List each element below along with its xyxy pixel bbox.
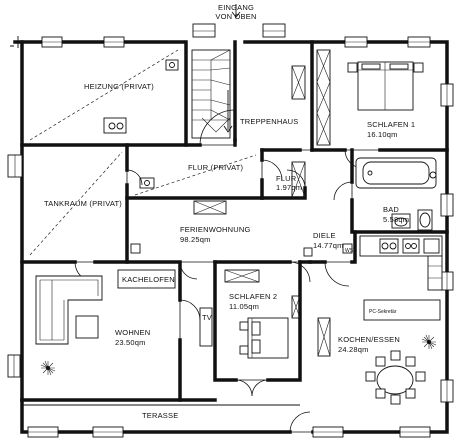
entrance-marker (231, 4, 241, 18)
misc-fixtures (130, 243, 353, 257)
windows (7, 23, 454, 438)
heating-equipment (103, 59, 179, 189)
entrance-label-2: VON OBEN (215, 12, 256, 21)
dining-table (365, 350, 426, 405)
label-schlafen-1: SCHLAFEN 1 (367, 120, 415, 129)
bed-schlafen-2 (239, 317, 289, 359)
plant-icons (40, 334, 437, 376)
label-wohnen: WOHNEN (115, 328, 150, 337)
kitchen-counter (359, 235, 443, 321)
room-labels: EINGANG VON OBEN HEIZUNG (PRIVAT) TREPPE… (44, 3, 415, 420)
area-bad: 5.58qm (383, 215, 409, 224)
area-schlafen-2: 11.05qm (229, 302, 259, 311)
area-ferienwohnung: 98.25qm (180, 235, 211, 244)
living-room-furniture (35, 269, 213, 347)
area-flur: 1.97qm (276, 183, 302, 192)
label-terasse: TERASSE (142, 411, 178, 420)
label-tankraum: TANKRAUM (PRIVAT) (44, 199, 122, 208)
area-diele: 14.77qm (313, 241, 344, 250)
label-kochen-essen: KOCHEN/ESSEN (338, 335, 400, 344)
doors (21, 109, 380, 433)
bed-schlafen-1 (347, 61, 424, 111)
label-kachelofen: KACHELOFEN (122, 275, 175, 284)
area-wohnen: 23.50qm (115, 338, 146, 347)
dashed-ceiling-lines (29, 49, 257, 256)
label-tv: TV (202, 313, 212, 322)
entrance-label-1: EINGANG (218, 3, 254, 12)
label-bad: BAD (383, 205, 399, 214)
bathroom-fixtures (355, 157, 437, 231)
label-heizung: HEIZUNG (PRIVAT) (84, 82, 154, 91)
label-flur: FLUR (276, 174, 297, 183)
label-diele: DIELE (313, 231, 336, 240)
interior-walls (20, 40, 449, 402)
label-ferienwohnung: FERIENWOHNUNG (180, 225, 251, 234)
staircase[interactable] (191, 49, 233, 139)
label-schlafen-2: SCHLAFEN 2 (229, 292, 277, 301)
cabinets (193, 49, 331, 357)
area-schlafen-1: 16.10qm (367, 130, 398, 139)
label-treppenhaus: TREPPENHAUS (240, 117, 298, 126)
label-pc-sekretaer: PC-Sekretär (369, 309, 397, 315)
label-ws: WS (345, 248, 354, 254)
area-kochen-essen: 24.28qm (338, 345, 369, 354)
label-flur-privat: FLUR (PRIVAT) (188, 163, 244, 172)
